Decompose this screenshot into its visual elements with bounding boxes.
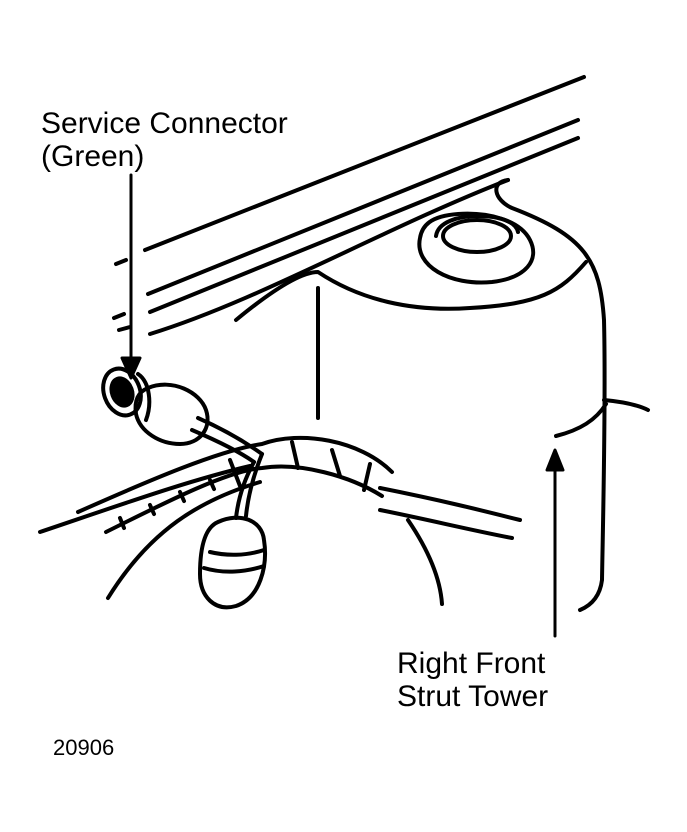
figure-number: 20906	[53, 735, 115, 760]
harness-tick-2	[148, 503, 156, 516]
inner-fender-lower-curve	[106, 480, 262, 600]
inner-fender-right	[378, 486, 522, 522]
service-connector-lead	[190, 416, 264, 520]
callout-arrows	[120, 173, 565, 638]
strut-tower-front-curve	[406, 518, 444, 606]
service-connector-boot	[133, 382, 210, 446]
strut-tower-label-line2: Strut Tower	[397, 680, 549, 713]
service-connector-label-line2: (Green)	[41, 140, 145, 173]
lead-wire-1	[196, 416, 264, 456]
strut-arrow-head	[545, 448, 565, 472]
strut-tower-crease	[554, 402, 608, 438]
service-connector-label: Service Connector (Green)	[41, 107, 288, 173]
harness-plug-ring-1	[208, 548, 266, 557]
strut-mount-outer	[417, 211, 536, 285]
harness-tick-3	[178, 490, 186, 503]
harness-tape-1	[228, 458, 242, 488]
harness-plug-body	[198, 515, 267, 610]
fender-rail-3	[148, 136, 580, 314]
harness-lower	[104, 464, 384, 534]
lead-wire-down-1	[244, 452, 264, 518]
strut-tower	[234, 178, 650, 612]
harness-plug	[198, 515, 267, 610]
fender-rail-top	[143, 75, 586, 252]
harness-plug-ring-2	[202, 564, 266, 574]
rail-stub-3	[117, 325, 132, 332]
fender-rails	[112, 75, 586, 336]
service-connector	[101, 366, 210, 446]
service-connector-collar	[136, 372, 152, 422]
fender-rail-2	[146, 118, 580, 296]
lead-wire-down-2	[234, 460, 256, 520]
service-arrow-head	[120, 356, 142, 380]
inner-fender	[38, 464, 522, 600]
harness-tape-2	[290, 440, 300, 470]
inner-fender-base	[378, 508, 514, 540]
strut-tower-edge-right	[602, 398, 650, 412]
fender-rail-4	[148, 178, 510, 336]
rail-stub-1	[114, 258, 128, 266]
harness-tick-4	[208, 478, 216, 491]
strut-tower-label: Right Front Strut Tower	[397, 647, 548, 713]
harness-tape-3	[330, 448, 342, 478]
harness-upper	[76, 435, 394, 514]
harness-tick-1	[118, 516, 126, 530]
service-connector-label-line1: Service Connector	[41, 107, 288, 140]
harness-tape-4	[362, 462, 372, 492]
service-connector-face	[101, 366, 143, 418]
strut-mount	[417, 211, 536, 285]
inner-fender-lower-line	[38, 464, 252, 534]
strut-tower-ledge	[234, 260, 588, 322]
strut-mount-cap	[434, 214, 520, 238]
strut-mount-inner	[441, 218, 513, 254]
lead-wire-2	[190, 428, 256, 464]
wiring-harness	[76, 435, 394, 534]
strut-tower-label-line1: Right Front	[397, 647, 546, 680]
service-connector-face-inner	[109, 376, 135, 408]
strut-tower-outline	[494, 178, 607, 612]
rail-stub-2	[112, 312, 126, 320]
